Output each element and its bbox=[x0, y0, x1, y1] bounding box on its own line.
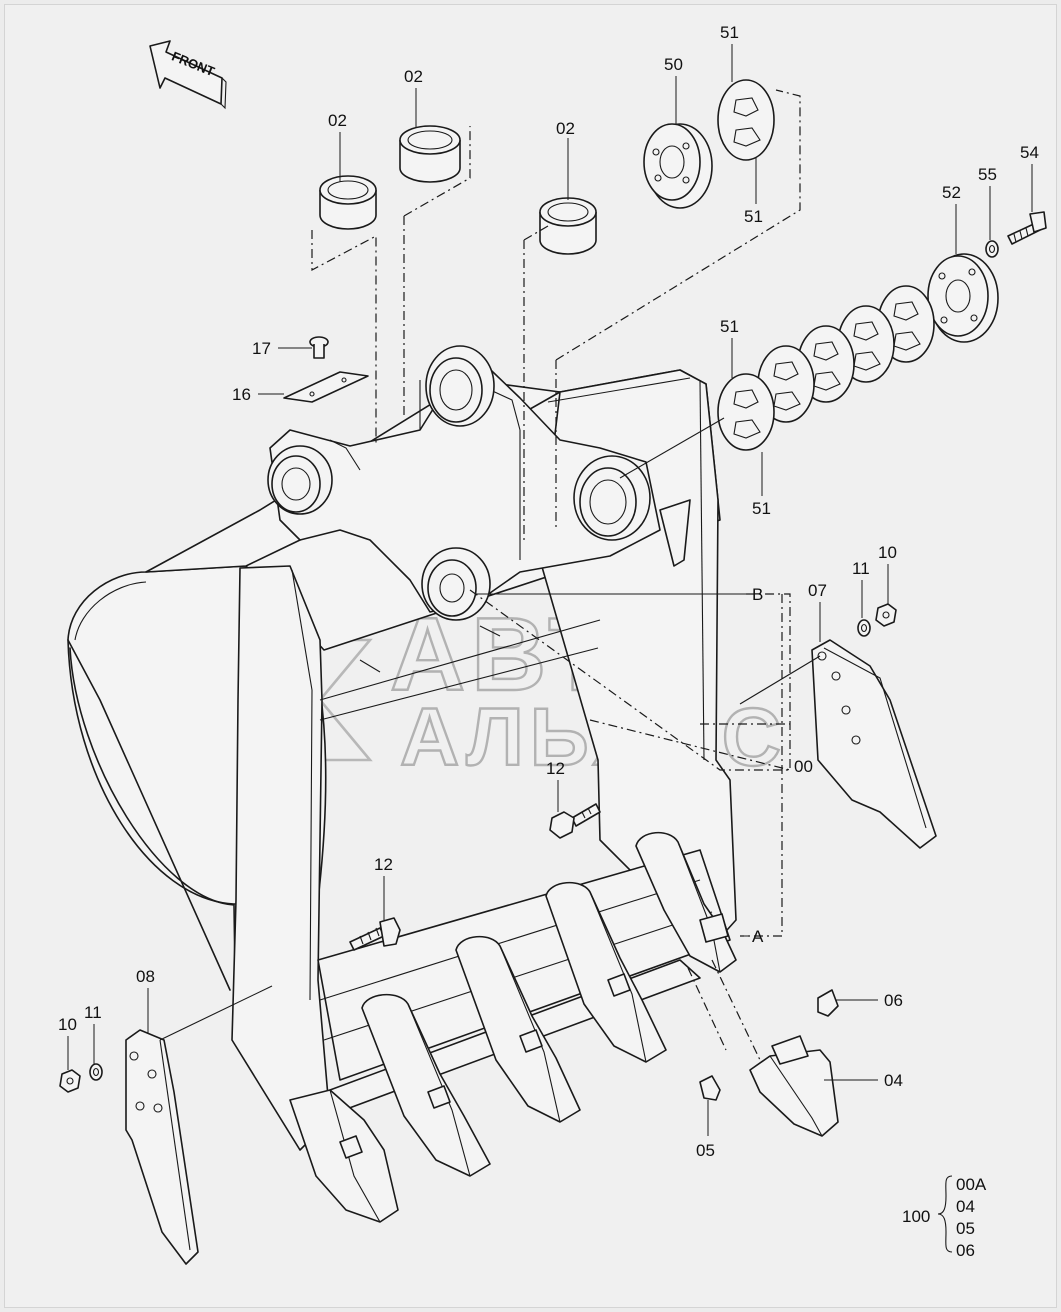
tooth-3 bbox=[455, 935, 581, 1123]
callout-05: 05 bbox=[696, 1141, 715, 1160]
tooth-4 bbox=[545, 881, 667, 1063]
kit-item-1: 00A bbox=[956, 1175, 987, 1194]
kit-group: 100 00A 04 05 06 bbox=[902, 1175, 987, 1260]
callout-02-right: 02 bbox=[556, 119, 575, 138]
bolt-54 bbox=[1007, 211, 1047, 245]
callout-54: 54 bbox=[1020, 143, 1039, 162]
bolt-12-upper bbox=[549, 803, 601, 839]
callout-11-right: 11 bbox=[852, 559, 870, 578]
kit-item-3: 05 bbox=[956, 1219, 975, 1238]
callout-04: 04 bbox=[884, 1071, 903, 1090]
pin-05 bbox=[699, 1075, 721, 1101]
front-arrow: FRONT bbox=[149, 40, 227, 110]
end-plate-52 bbox=[927, 253, 999, 343]
callout-51-stack-bottom: 51 bbox=[752, 499, 771, 518]
callout-12-upper: 12 bbox=[546, 759, 565, 778]
teeth-row bbox=[289, 831, 737, 1223]
pin-boss-left bbox=[267, 445, 333, 515]
shim-51-upper bbox=[717, 79, 775, 161]
tooth-point-04 bbox=[749, 1035, 839, 1137]
callout-51-top: 51 bbox=[720, 23, 739, 42]
tooth-5 bbox=[635, 831, 737, 973]
tooth-1 bbox=[289, 1089, 399, 1223]
kit-number: 100 bbox=[902, 1207, 930, 1226]
callout-50: 50 bbox=[664, 55, 683, 74]
callout-52: 52 bbox=[942, 183, 961, 202]
side-cutter-07 bbox=[811, 639, 937, 849]
nut-10-left bbox=[59, 1069, 81, 1093]
callout-51-stack-top: 51 bbox=[720, 317, 739, 336]
kit-item-2: 04 bbox=[956, 1197, 975, 1216]
callout-17: 17 bbox=[252, 339, 271, 358]
pin-boss-lower bbox=[421, 547, 491, 621]
callout-12-lower: 12 bbox=[374, 855, 393, 874]
bushing-02-left bbox=[319, 175, 377, 230]
explosion-lines bbox=[159, 89, 821, 1061]
callout-02-left: 02 bbox=[328, 111, 347, 130]
callout-08: 08 bbox=[136, 967, 155, 986]
tooth-2 bbox=[361, 993, 491, 1177]
callout-16: 16 bbox=[232, 385, 251, 404]
mounting-bracket bbox=[269, 349, 691, 613]
callout-10-right: 10 bbox=[878, 543, 897, 562]
bushing-02-right bbox=[539, 197, 597, 255]
callout-10-left: 10 bbox=[58, 1015, 77, 1034]
pin-boss-upper bbox=[425, 345, 495, 427]
bolt-12-lower bbox=[349, 917, 401, 951]
callout-07: 07 bbox=[808, 581, 827, 600]
boss-50 bbox=[643, 123, 713, 209]
kit-brace bbox=[937, 1175, 953, 1253]
bolt-17 bbox=[309, 336, 329, 359]
washer-11-left bbox=[89, 1063, 103, 1081]
washer-55 bbox=[985, 240, 999, 258]
kit-item-4: 06 bbox=[956, 1241, 975, 1260]
callout-00: 00 bbox=[794, 757, 813, 776]
shim-stack-51 bbox=[717, 285, 935, 451]
callout-06: 06 bbox=[884, 991, 903, 1010]
callout-55: 55 bbox=[978, 165, 997, 184]
callout-B: B bbox=[752, 585, 763, 604]
side-cutter-08 bbox=[125, 1029, 199, 1265]
pin-boss-right bbox=[573, 455, 651, 541]
callout-leaders bbox=[67, 44, 1033, 1136]
lock-06 bbox=[817, 989, 839, 1017]
callout-02-middle: 02 bbox=[404, 67, 423, 86]
callout-51-upper-bottom: 51 bbox=[744, 207, 763, 226]
callout-A: A bbox=[752, 927, 764, 946]
callout-labels: 02 02 02 50 51 51 51 51 52 55 54 17 16 0… bbox=[58, 23, 1039, 1160]
plate-16 bbox=[283, 371, 369, 403]
nut-10-right bbox=[875, 603, 897, 627]
callout-11-left: 11 bbox=[84, 1003, 102, 1022]
bushing-02-middle bbox=[399, 125, 461, 183]
washer-11-right bbox=[857, 619, 871, 637]
